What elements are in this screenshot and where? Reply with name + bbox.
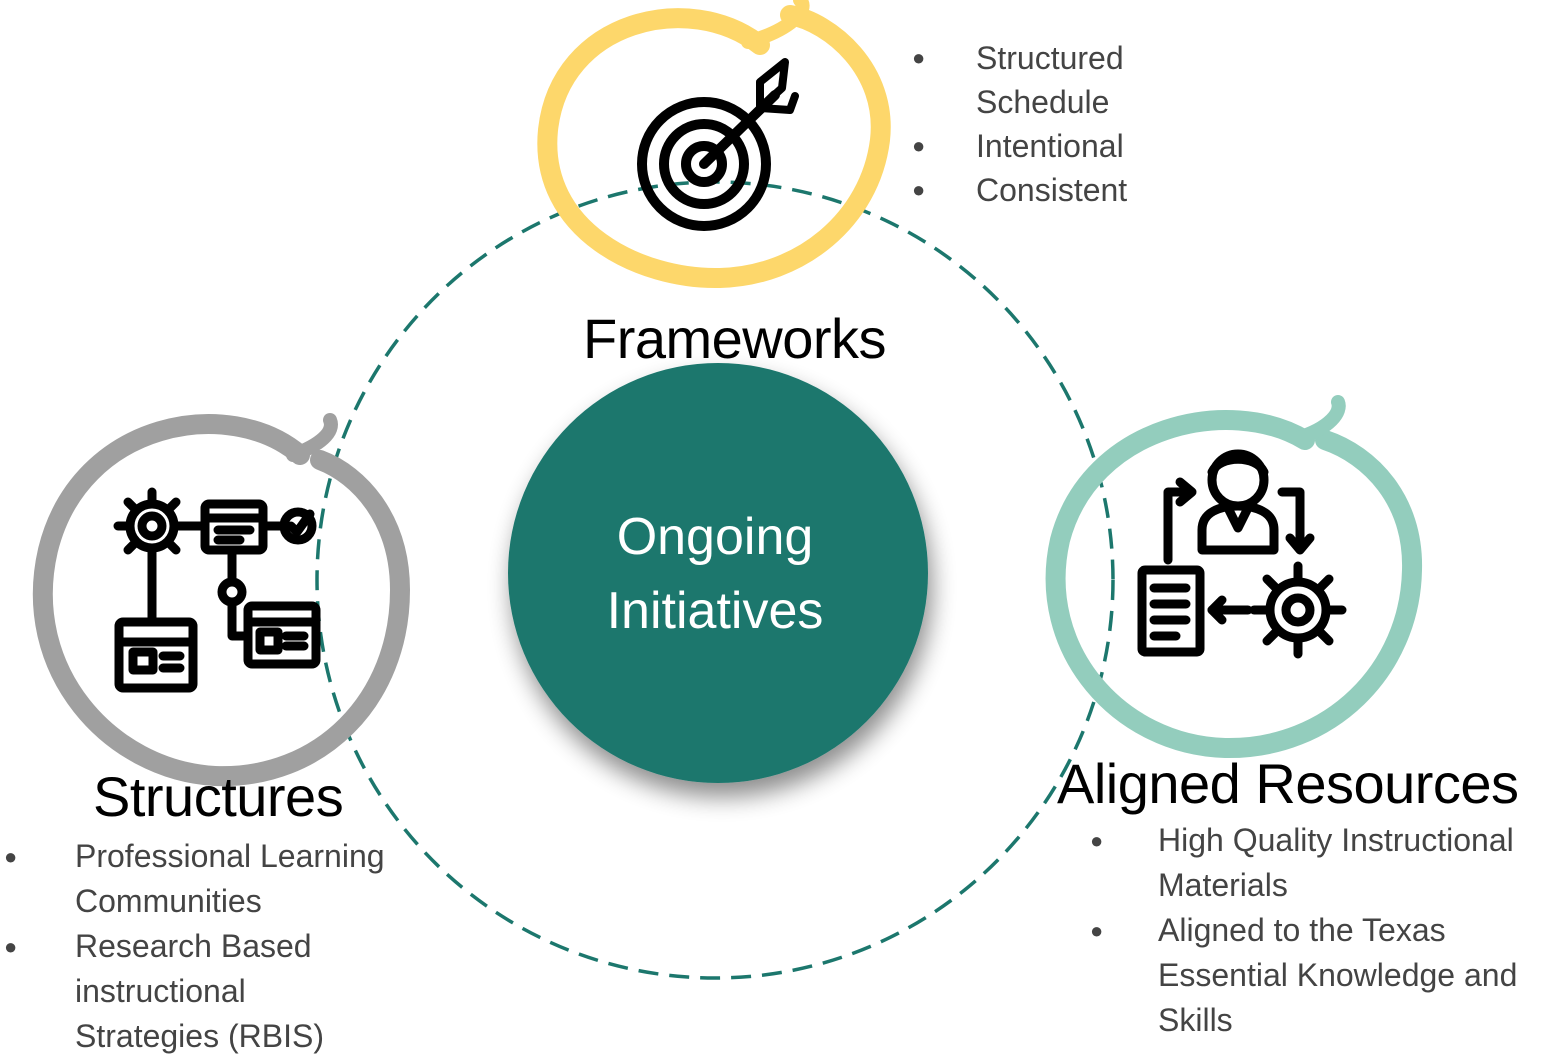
frameworks-bullet-list: ●Structured Schedule ●Intentional ●Consi… xyxy=(912,36,1242,212)
bullet-dot: ● xyxy=(912,133,926,158)
list-item: ●Aligned to the Texas Essential Knowledg… xyxy=(1090,908,1520,1043)
bullet-dot: ● xyxy=(912,177,926,202)
workflow-gear-icon xyxy=(113,487,321,693)
bullet-dot: ● xyxy=(1090,828,1104,853)
frameworks-ring xyxy=(537,0,891,289)
aligned-resources-title: Aligned Resources xyxy=(1057,752,1519,815)
target-arrow-icon xyxy=(637,58,799,231)
center-label: Ongoing Initiatives xyxy=(560,500,870,648)
structures-title: Structures xyxy=(93,765,344,828)
structures-ring xyxy=(33,413,411,787)
bullet-dot: ● xyxy=(4,844,18,869)
center-label-line2: Initiatives xyxy=(606,582,824,640)
user-process-icon xyxy=(1137,449,1347,659)
list-item: ●Research Based instructional Strategies… xyxy=(4,924,394,1059)
structures-bullet-list: ●Professional Learning Communities ●Rese… xyxy=(4,834,394,1059)
list-item: ●Structured Schedule xyxy=(912,36,1242,124)
frameworks-title: Frameworks xyxy=(583,307,887,370)
list-item: ●High Quality Instructional Materials xyxy=(1090,818,1520,908)
list-item: ●Professional Learning Communities xyxy=(4,834,394,924)
center-circle xyxy=(508,363,928,783)
bullet-dot: ● xyxy=(1090,918,1104,943)
aligned-resources-bullet-list: ●High Quality Instructional Materials ●A… xyxy=(1090,818,1520,1043)
bullet-dot: ● xyxy=(4,934,18,959)
list-item: ●Consistent xyxy=(912,168,1242,212)
aligned-resources-ring xyxy=(1045,395,1423,759)
bullet-dot: ● xyxy=(912,45,926,70)
center-label-line1: Ongoing xyxy=(616,508,814,566)
list-item: ●Intentional xyxy=(912,124,1242,168)
